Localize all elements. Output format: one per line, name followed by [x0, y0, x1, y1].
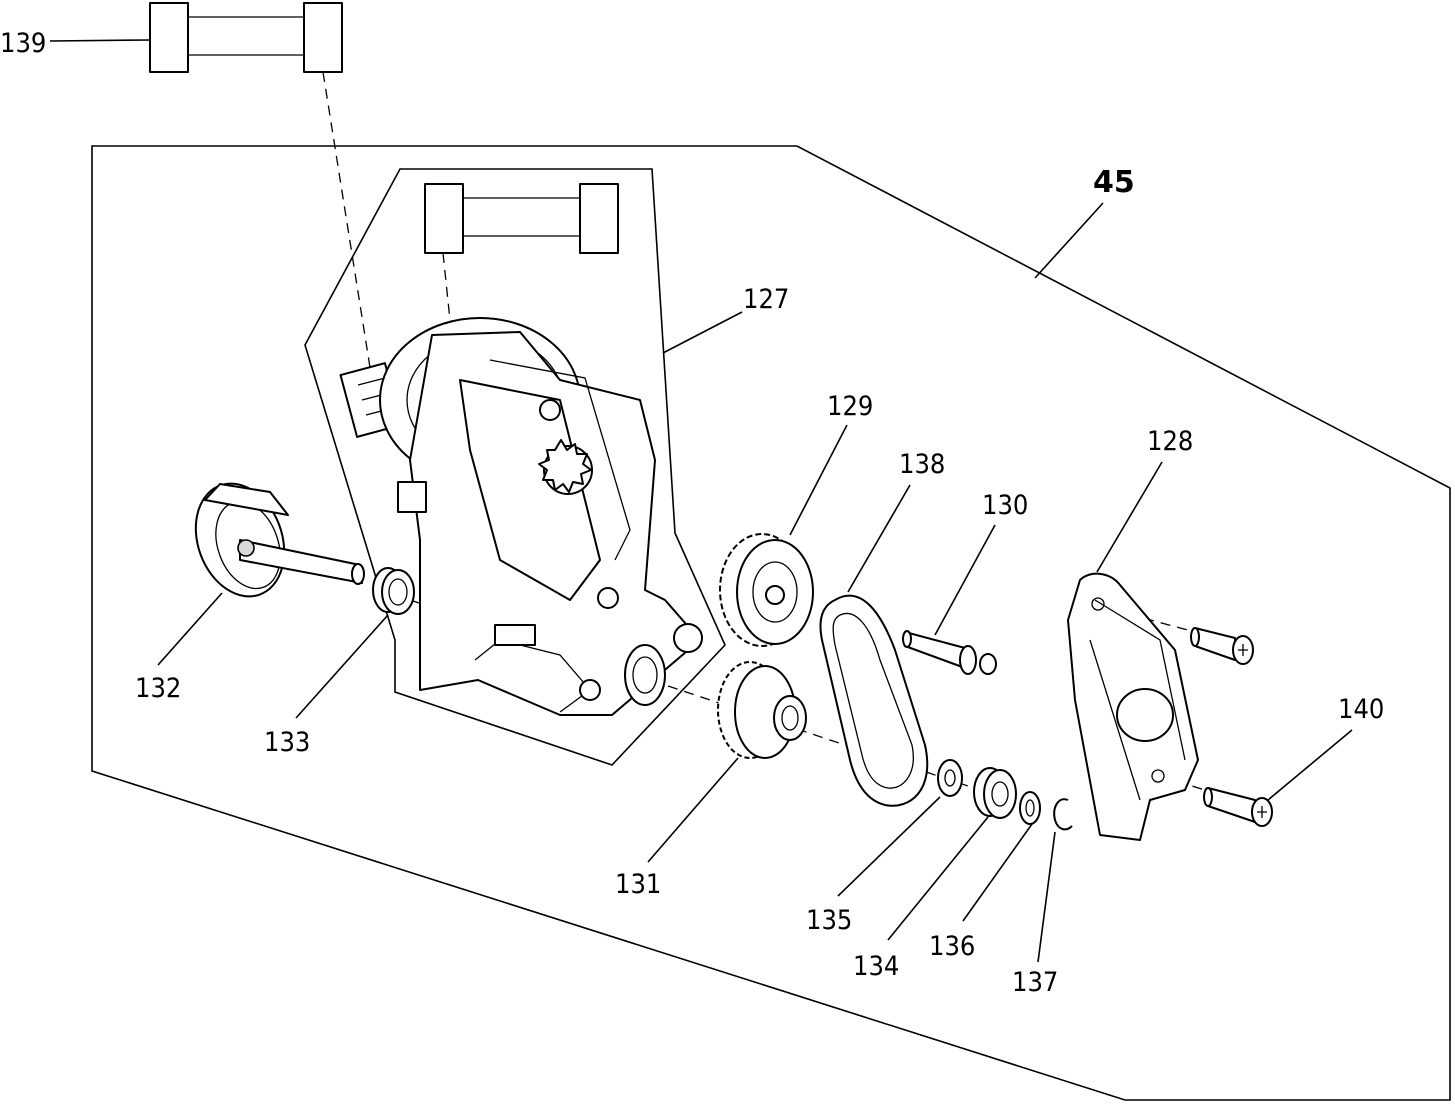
label-133: 133	[264, 727, 310, 758]
subassembly-127-outline	[304, 168, 726, 766]
part-135-washer	[937, 759, 963, 797]
part-140-screw-lower	[1203, 787, 1273, 827]
label-137: 137	[1012, 967, 1058, 998]
label-135: 135	[806, 905, 852, 936]
part-127-motor-housing	[339, 317, 703, 716]
part-130-pin	[902, 630, 997, 675]
part-139-roller	[149, 2, 343, 73]
leader-lines	[49, 39, 1353, 963]
label-127: 127	[743, 284, 789, 315]
label-138: 138	[899, 449, 945, 480]
part-128-cover	[1067, 572, 1199, 841]
label-129: 129	[827, 391, 873, 422]
part-131-pulley	[717, 661, 807, 759]
part-136-washer	[1019, 791, 1041, 825]
label-140: 140	[1338, 694, 1384, 725]
part-129-gear	[719, 533, 814, 647]
label-45: 45	[1093, 165, 1135, 200]
part-134-bearing	[973, 767, 1017, 819]
label-136: 136	[929, 931, 975, 962]
part-138-belt	[819, 594, 929, 807]
part-132-drum-shaft	[194, 482, 365, 598]
label-134: 134	[853, 951, 899, 982]
part-140-screw-upper	[1190, 627, 1254, 665]
part-139-roller-installed	[424, 183, 619, 254]
label-130: 130	[982, 490, 1028, 521]
label-131: 131	[615, 869, 661, 900]
assembly-45-outline	[91, 145, 1451, 1101]
label-128: 128	[1147, 426, 1193, 457]
part-133-bearing	[372, 567, 415, 615]
part-137-e-clip	[1053, 798, 1073, 831]
label-132: 132	[135, 673, 181, 704]
label-139: 139	[0, 28, 46, 59]
